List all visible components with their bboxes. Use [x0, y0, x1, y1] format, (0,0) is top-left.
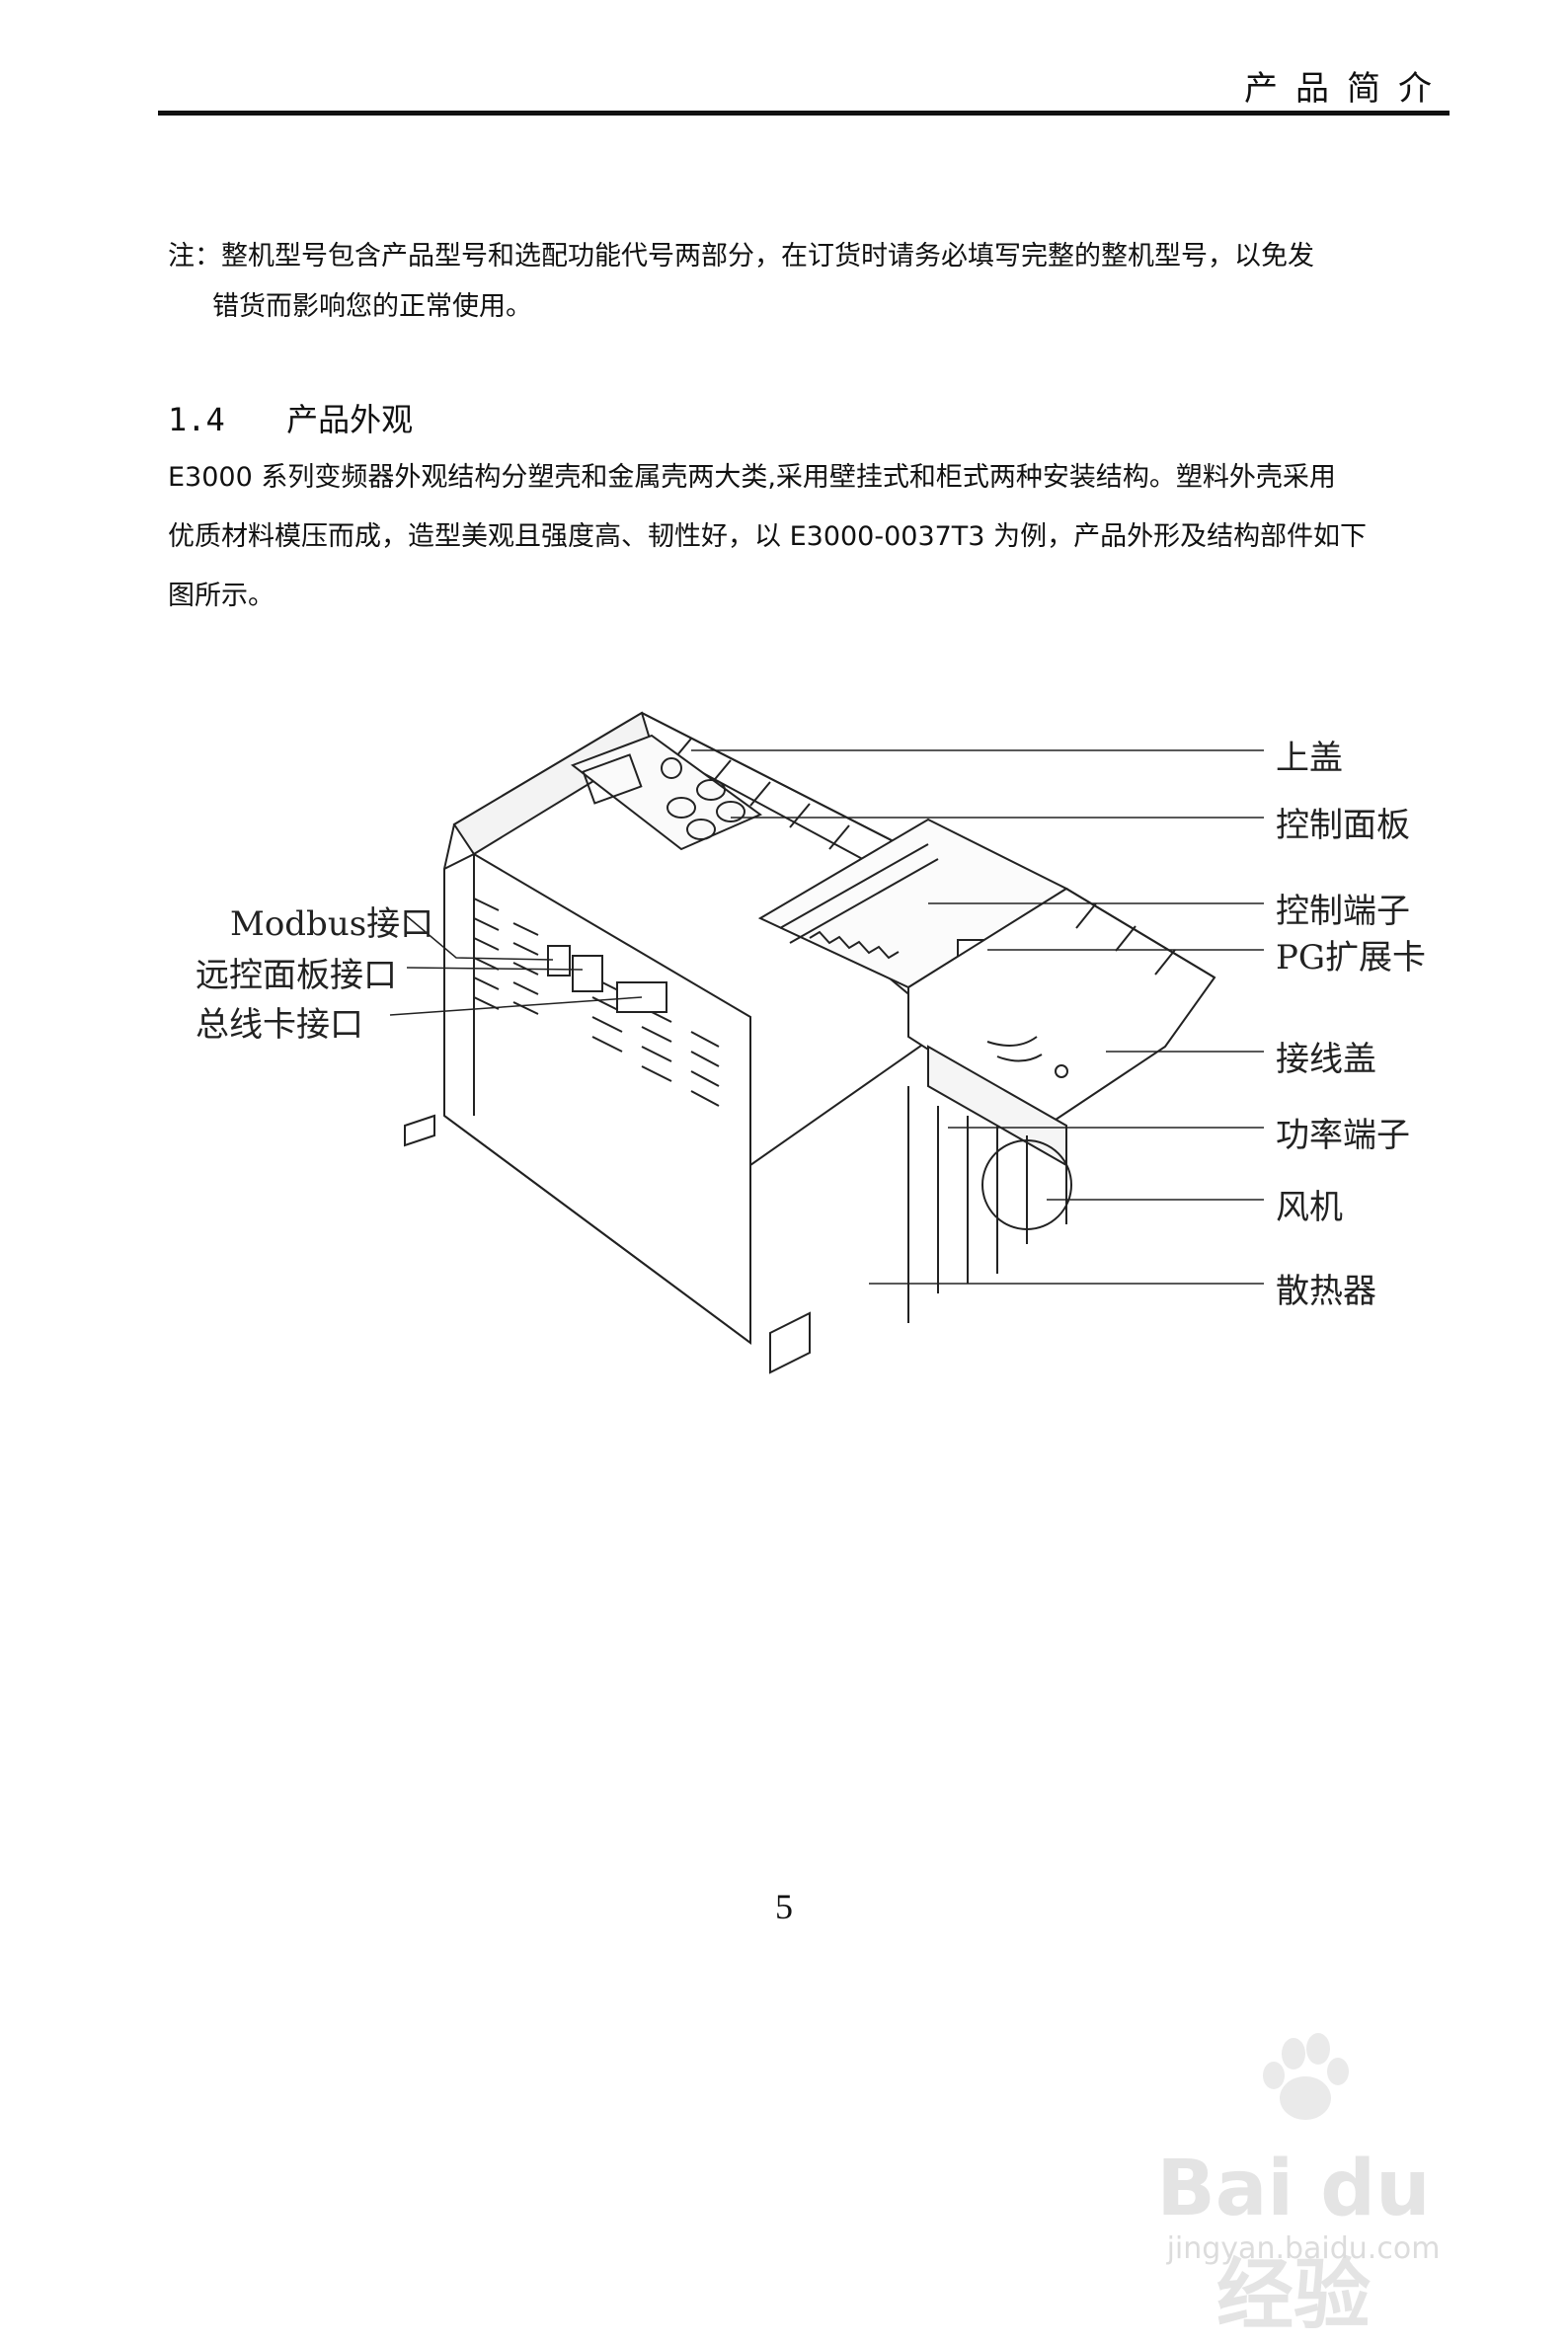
label-heatsink: 散热器 — [1276, 1272, 1376, 1311]
product-figure: Modbus接口 远控面板接口 总线卡接口 上盖 控制面板 控制端子 PG扩展卡… — [178, 691, 1481, 1461]
label-wiring-cover: 接线盖 — [1276, 1040, 1376, 1079]
paragraph-line-1: E3000 系列变频器外观结构分塑壳和金属壳两大类,采用壁挂式和柜式两种安装结构… — [168, 462, 1336, 493]
body-paragraph: E3000 系列变频器外观结构分塑壳和金属壳两大类,采用壁挂式和柜式两种安装结构… — [168, 448, 1451, 626]
note-line-1: 注：整机型号包含产品型号和选配功能代号两部分，在订货时请务必填写完整的整机型号，… — [168, 241, 1314, 272]
section-heading: 1.4 产品外观 — [168, 395, 413, 440]
header-title: 产品简介 — [1244, 69, 1450, 109]
label-control-terminal: 控制端子 — [1276, 892, 1410, 931]
label-pg-card: PG扩展卡 — [1276, 938, 1427, 977]
page-number: 5 — [775, 1887, 793, 1926]
watermark-url: jingyan.baidu.com — [1166, 2231, 1441, 2266]
note-line-2: 错货而影响您的正常使用。 — [212, 291, 532, 322]
section-number: 1.4 — [168, 401, 225, 438]
baidu-paw-watermark-icon — [1263, 2033, 1349, 2120]
label-fan: 风机 — [1276, 1188, 1343, 1227]
header-rule — [158, 111, 1450, 116]
label-bus-card-port: 总线卡接口 — [196, 1005, 363, 1045]
label-top-cover: 上盖 — [1276, 739, 1343, 778]
label-control-panel: 控制面板 — [1276, 806, 1410, 845]
label-modbus-port: Modbus接口 — [230, 904, 434, 944]
label-power-terminal: 功率端子 — [1276, 1116, 1410, 1155]
note: 注：整机型号包含产品型号和选配功能代号两部分，在订货时请务必填写完整的整机型号，… — [168, 231, 1451, 332]
section-title: 产品外观 — [286, 401, 414, 438]
paragraph-line-2: 优质材料模压而成，造型美观且强度高、韧性好，以 E3000-0037T3 为例，… — [168, 521, 1368, 552]
inverter-drawing — [389, 711, 1264, 1374]
label-remote-panel-port: 远控面板接口 — [196, 956, 397, 995]
paragraph-line-3: 图所示。 — [168, 581, 274, 611]
